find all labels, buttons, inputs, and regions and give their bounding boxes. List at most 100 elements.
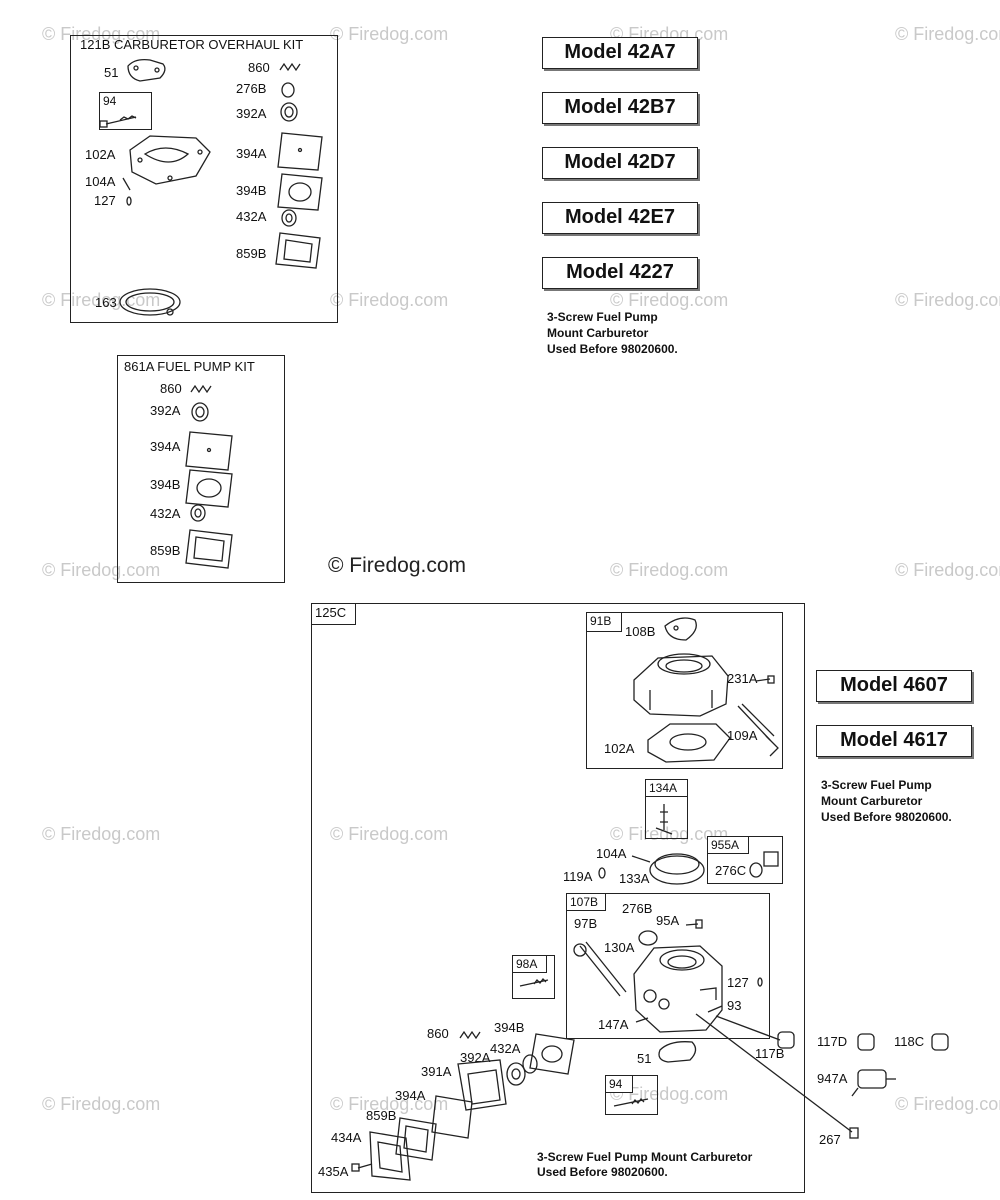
watermark: © Firedog.com [330, 1094, 449, 1114]
watermark: © Firedog.com [610, 560, 729, 580]
watermark: © Firedog.com [330, 290, 449, 310]
screw-267-icon [695, 1013, 859, 1139]
cap-432a-icon [522, 1054, 538, 1074]
part-label: 117B [755, 1046, 785, 1061]
part-label: 859B [236, 246, 267, 261]
gasket-108b-icon [664, 617, 697, 641]
cap-432a-icon [281, 209, 297, 227]
model-label: Model 4617 [816, 725, 972, 757]
line-93-icon [707, 1005, 723, 1013]
part-label: 163 [95, 295, 117, 310]
part-label: 394A [150, 439, 181, 454]
part-label: 394B [236, 183, 267, 198]
gasket-394b-icon [277, 173, 323, 211]
main-body-icon [633, 945, 723, 1033]
part-label: 104A [596, 846, 627, 861]
gasket-51-icon [127, 58, 166, 82]
part-label: 394A [236, 146, 267, 161]
note-bottom: 3-Screw Fuel Pump Mount Carburetor Used … [537, 1150, 753, 1179]
part-label: 435A [318, 1164, 349, 1179]
solenoid-947a-icon [851, 1069, 896, 1097]
part-label: 127 [727, 975, 749, 990]
subassembly-98a-tag: 98A [512, 955, 547, 973]
part-label: 95A [656, 913, 680, 928]
part-label: 394A [395, 1088, 426, 1103]
diaphragm-394a-icon [185, 431, 233, 471]
diaphragm-394a-icon [277, 132, 323, 171]
watermark: © Firedog.com [610, 1084, 729, 1104]
part-label: 859B [150, 543, 181, 558]
note-top: 3-Screw Fuel Pump Mount Carburetor Used … [547, 310, 678, 356]
gasket-394b-icon [185, 469, 233, 508]
screw-435a-icon [351, 1163, 373, 1172]
pump-cover-391a-icon [457, 1059, 507, 1111]
subassembly-91b-tag: 91B [586, 612, 622, 632]
model-label: Model 42A7 [542, 37, 698, 69]
watermark: © Firedog.com [330, 824, 449, 844]
gasket-859b-icon [275, 232, 321, 269]
carburetor-body-icon [633, 653, 729, 717]
part-label: 391A [421, 1064, 452, 1079]
part-label: 860 [427, 1026, 449, 1041]
part-label: 860 [160, 381, 182, 396]
part-label: 392A [236, 106, 267, 121]
gasket-102a-icon [129, 135, 211, 185]
throttle-shaft-icon [573, 941, 627, 997]
subassembly-107b-box [566, 893, 770, 1039]
assembly-125c-tag: 125C [311, 603, 356, 625]
cap-276b-icon [281, 82, 295, 98]
part-label: 119A [563, 869, 593, 884]
part-label: 394B [494, 1020, 525, 1035]
part-label: 51 [637, 1051, 652, 1066]
watermark: © Firedog.com [330, 24, 449, 44]
part-label: 276B [236, 81, 267, 96]
part-label: 102A [604, 741, 635, 756]
gasket-51-icon [658, 1041, 697, 1063]
gasket-102a-icon [647, 723, 731, 763]
part-label: 267 [819, 1132, 841, 1147]
kit-121b-box [70, 35, 338, 323]
plug-127-icon [126, 196, 132, 206]
part-label: 118C [894, 1034, 925, 1049]
watermark: © Firedog.com [42, 290, 161, 310]
kit-861a-box [117, 355, 285, 583]
fitting-955a-icon [749, 851, 779, 878]
part-label: 127 [94, 193, 116, 208]
diaphragm-394a-icon [431, 1095, 473, 1139]
gasket-859b-icon [185, 529, 233, 569]
screw-231a-icon [755, 675, 775, 684]
spring-860-icon [279, 62, 301, 72]
float-bowl-icon [631, 853, 705, 885]
needle-valve-icon [655, 804, 673, 835]
part-label: 276B [622, 901, 653, 916]
subassembly-955a-tag: 955A [707, 836, 749, 854]
plug-127-icon [757, 977, 763, 987]
part-label: 108B [625, 624, 656, 639]
model-label: Model 42B7 [542, 92, 698, 124]
watermark: © Firedog.com [42, 1094, 161, 1114]
gasket-859b-icon [395, 1117, 437, 1161]
fitting-117b-icon [777, 1031, 795, 1049]
watermark: © Firedog.com [895, 290, 1000, 310]
part-label: 93 [727, 998, 742, 1013]
gasket-394b-icon [529, 1033, 575, 1075]
screw-94-icon [613, 1098, 649, 1107]
plate-130a-icon [638, 930, 658, 946]
kit-861a-title: 861A FUEL PUMP KIT [124, 359, 255, 374]
screw-95a-icon [685, 919, 703, 929]
watermark: © Firedog.com [895, 24, 1000, 44]
watermark: © Firedog.com [895, 560, 1000, 580]
part-label: 392A [150, 403, 181, 418]
part-label: 97B [574, 916, 598, 931]
model-label: Model 42E7 [542, 202, 698, 234]
subassembly-91b-box [586, 612, 783, 769]
watermark: © Firedog.com [42, 24, 161, 44]
subassembly-107b-tag: 107B [566, 893, 606, 911]
part-label: 130A [604, 940, 635, 955]
part-label: 432A [236, 209, 267, 224]
spring-860-icon [190, 384, 212, 394]
part-label: 104A [85, 174, 116, 189]
part-label: 51 [104, 65, 119, 80]
model-label: Model 42D7 [542, 147, 698, 179]
